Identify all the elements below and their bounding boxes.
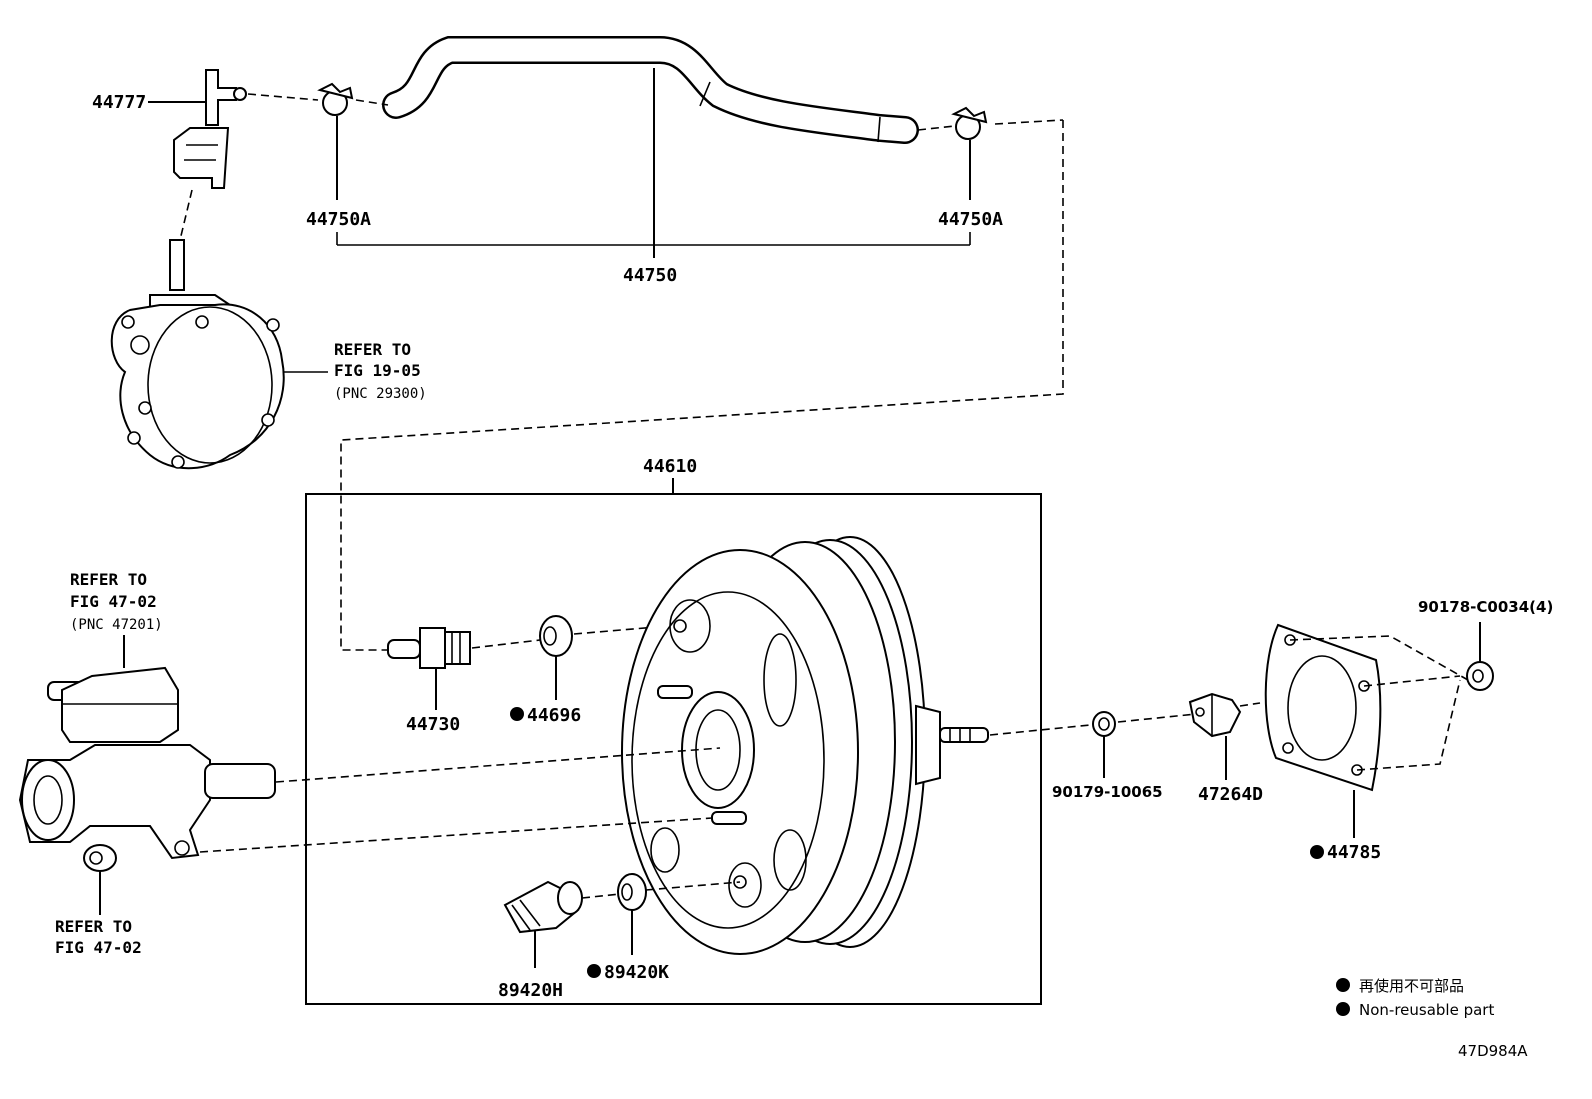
clamp-right-44750A <box>951 106 988 140</box>
vacuum-sensor-89420H <box>503 880 583 934</box>
legend-english: Non-reusable part <box>1359 1001 1494 1019</box>
clamp-left-44750A <box>317 82 354 116</box>
reservoir-plug <box>83 844 117 872</box>
svg-text:FIG 19-05: FIG 19-05 <box>334 361 421 380</box>
label-90179-10065: 90179-10065 <box>1052 783 1163 801</box>
label-90178-C0034: 90178-C0034(4) <box>1418 598 1553 616</box>
label-89420K: 89420K <box>604 962 669 983</box>
svg-text:(PNC 29300): (PNC 29300) <box>334 386 427 402</box>
grommet-89420K <box>617 873 647 911</box>
label-44750A-right: 44750A <box>938 209 1003 230</box>
bracket-47264D <box>1188 692 1242 738</box>
label-44696: 44696 <box>527 705 581 726</box>
label-44610: 44610 <box>643 456 697 477</box>
non-reusable-marker-44785 <box>1310 845 1324 859</box>
label-89420H: 89420H <box>498 980 563 1001</box>
svg-text:FIG 47-02: FIG 47-02 <box>70 592 157 611</box>
nut-90179-10065 <box>1092 711 1116 737</box>
reference-master-cylinder: REFER TO FIG 47-02 (PNC 47201) <box>70 570 163 633</box>
filled-circle-icon <box>1336 978 1350 992</box>
figure-code: 47D984A <box>1458 1042 1528 1060</box>
label-44750A-left: 44750A <box>306 209 371 230</box>
check-valve-44730 <box>387 627 471 669</box>
nut-90178-C0034 <box>1466 661 1494 691</box>
svg-text:REFER TO: REFER TO <box>55 917 132 936</box>
legend: 再使用不可部品 Non-reusable part <box>1336 977 1494 1019</box>
vacuum-switch-44777 <box>173 69 247 189</box>
reference-pump: REFER TO FIG 19-05 (PNC 29300) <box>334 340 427 402</box>
vacuum-hose-44750 <box>382 36 919 144</box>
label-47264D: 47264D <box>1198 784 1263 805</box>
label-44750: 44750 <box>623 265 677 286</box>
non-reusable-marker-89420K <box>587 964 601 978</box>
master-cylinder <box>18 666 276 860</box>
grommet-44696 <box>539 615 573 657</box>
legend-japanese: 再使用不可部品 <box>1359 977 1464 995</box>
vacuum-pump <box>110 239 285 470</box>
svg-text:REFER TO: REFER TO <box>70 570 147 589</box>
svg-text:FIG 47-02: FIG 47-02 <box>55 938 142 957</box>
svg-text:REFER TO: REFER TO <box>334 340 411 359</box>
gasket-44785 <box>1264 623 1382 792</box>
label-44777: 44777 <box>92 92 146 113</box>
svg-text:(PNC 47201): (PNC 47201) <box>70 617 163 633</box>
reference-plug: REFER TO FIG 47-02 <box>55 917 142 957</box>
brake-booster <box>621 536 989 955</box>
label-44785: 44785 <box>1327 842 1381 863</box>
filled-circle-icon <box>1336 1002 1350 1016</box>
label-44730: 44730 <box>406 714 460 735</box>
non-reusable-marker-44696 <box>510 707 524 721</box>
